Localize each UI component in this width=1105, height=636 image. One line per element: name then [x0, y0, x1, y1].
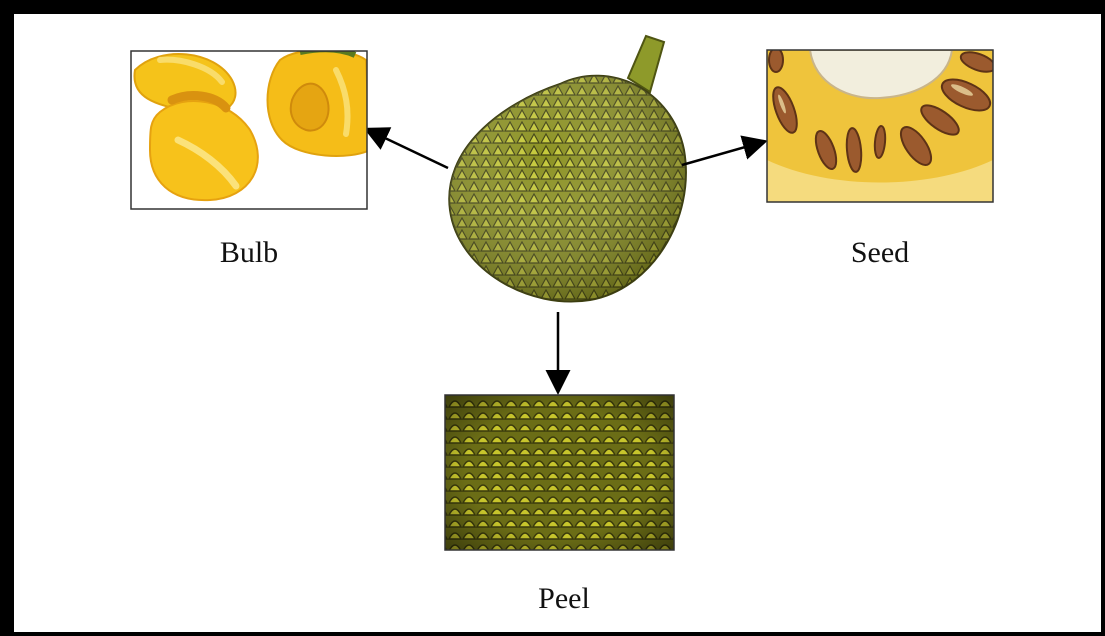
- bulb-label: Bulb: [169, 236, 329, 270]
- arrow-to-seed: [682, 142, 763, 165]
- arrow-to-bulb: [368, 130, 448, 168]
- peel-image: [445, 395, 674, 550]
- jackfruit-illustration: [449, 36, 686, 302]
- peel-label: Peel: [484, 582, 644, 616]
- seed-label: Seed: [800, 236, 960, 270]
- bulb-image: [131, 49, 370, 209]
- seed-image: [767, 48, 998, 202]
